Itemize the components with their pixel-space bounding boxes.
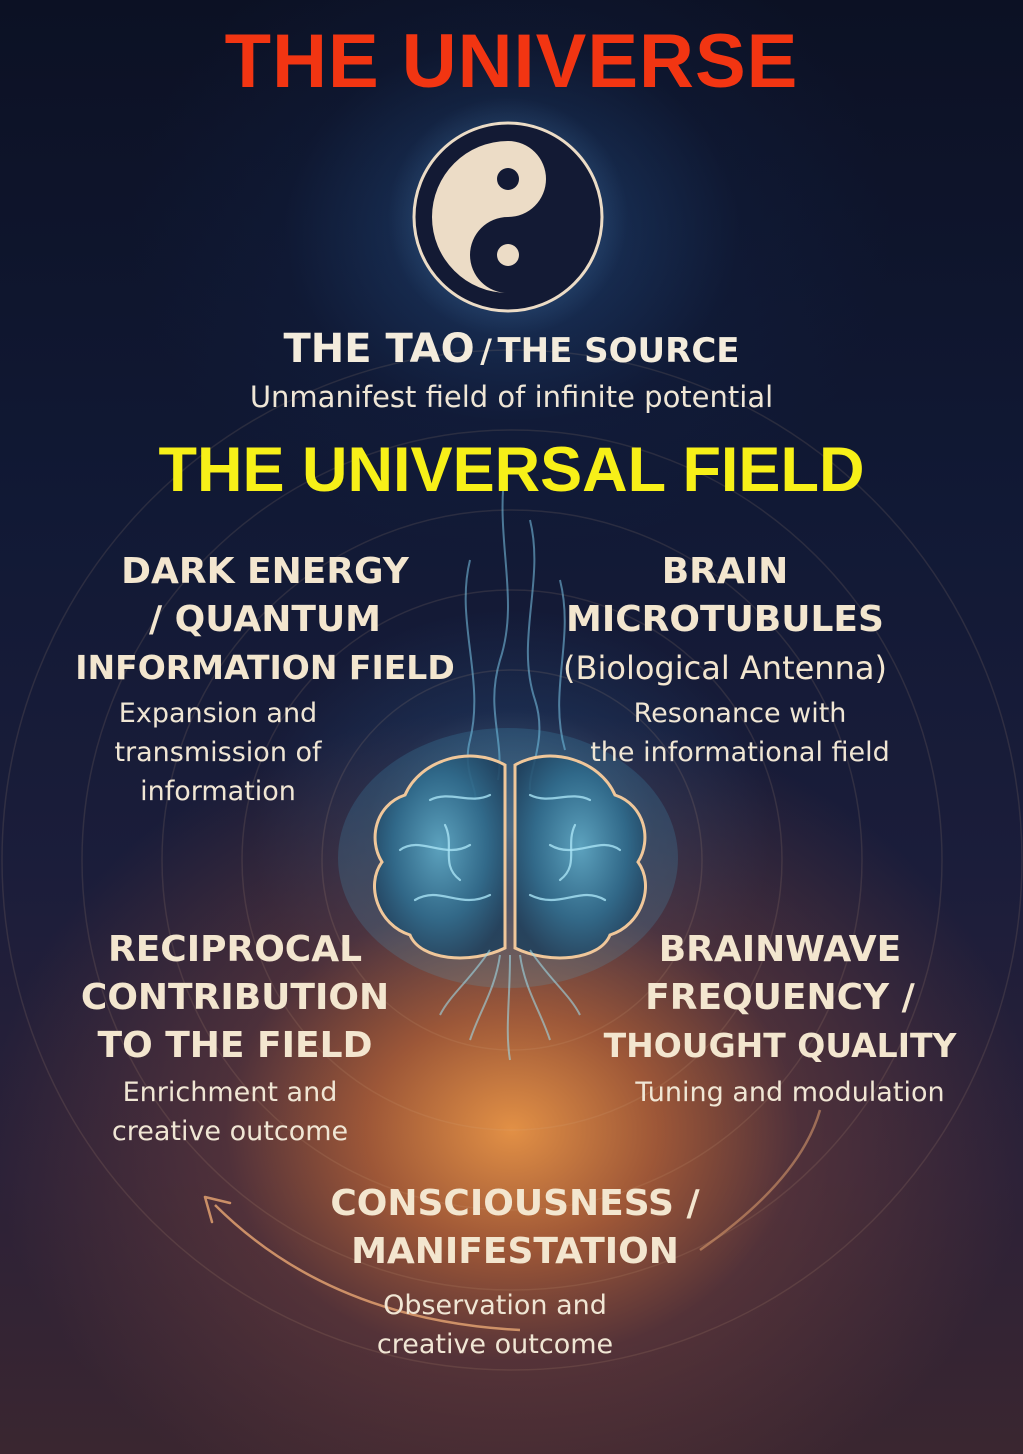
node-brainwave-line-3: THOUGHT QUALITY	[603, 1026, 957, 1065]
node-brainwave-desc: Tuning and modulation	[620, 1073, 960, 1112]
node-dark-energy-desc-1: Expansion and	[118, 698, 318, 729]
node-dark-energy-desc: Expansion and transmission of informatio…	[78, 694, 358, 811]
yin-yang-icon	[388, 97, 628, 337]
node-reciprocal-desc-1: Enrichment and	[122, 1077, 338, 1108]
node-brainwave-desc-1: Tuning and modulation	[635, 1077, 945, 1108]
field-rings	[1, 349, 1023, 1371]
node-reciprocal-title: RECIPROCAL CONTRIBUTION TO THE FIELD	[60, 926, 410, 1070]
node-reciprocal-line-1: RECIPROCAL	[107, 929, 363, 970]
source-title-right: THE SOURCE	[497, 331, 740, 371]
node-consciousness-title: CONSCIOUSNESS / MANIFESTATION	[300, 1180, 730, 1276]
page-title: THE UNIVERSE	[224, 19, 799, 104]
node-brainwave-line-1: BRAINWAVE	[658, 929, 902, 970]
node-reciprocal-line-3: TO THE FIELD	[97, 1025, 373, 1066]
source-subtitle: Unmanifest field of infinite potential	[249, 380, 774, 414]
node-consciousness-line-2: MANIFESTATION	[351, 1231, 679, 1272]
node-dark-energy-line-1: DARK ENERGY	[121, 551, 409, 592]
node-microtubules-title: BRAIN MICROTUBULES (Biological Antenna)	[540, 548, 910, 692]
source-title: THE TAO / THE SOURCE	[0, 326, 1023, 372]
node-consciousness-desc-2: creative outcome	[376, 1329, 614, 1360]
node-microtubules-desc: Resonance with the informational field	[560, 694, 920, 772]
node-dark-energy-line-2: / QUANTUM	[148, 599, 381, 640]
node-microtubules-desc-1: Resonance with	[633, 698, 847, 729]
node-consciousness-desc-1: Observation and	[383, 1290, 607, 1321]
source-title-left: THE TAO	[283, 326, 475, 372]
node-microtubules-line-1: BRAIN	[661, 551, 789, 592]
node-consciousness-line-1: CONSCIOUSNESS /	[330, 1183, 700, 1224]
node-microtubules-line-3: (Biological Antenna)	[563, 649, 887, 687]
node-microtubules-desc-2: the informational field	[590, 737, 890, 768]
node-dark-energy-line-3: INFORMATION FIELD	[75, 648, 455, 687]
curved-arrow-icon	[203, 1109, 822, 1332]
node-reciprocal-desc: Enrichment and creative outcome	[90, 1073, 370, 1151]
node-reciprocal-desc-2: creative outcome	[111, 1116, 349, 1147]
source-title-separator: /	[480, 332, 492, 370]
node-consciousness-desc: Observation and creative outcome	[330, 1286, 660, 1364]
node-dark-energy-desc-3: information	[140, 776, 296, 807]
node-dark-energy-desc-2: transmission of	[114, 737, 322, 768]
node-dark-energy-title: DARK ENERGY / QUANTUM INFORMATION FIELD	[60, 548, 470, 692]
node-brainwave-title: BRAINWAVE FREQUENCY / THOUGHT QUALITY	[600, 926, 960, 1070]
node-brainwave-line-2: FREQUENCY /	[645, 977, 915, 1018]
node-reciprocal-line-2: CONTRIBUTION	[80, 977, 390, 1018]
brain-icon	[338, 728, 678, 1061]
universal-field-title: THE UNIVERSAL FIELD	[158, 435, 865, 505]
node-microtubules-line-2: MICROTUBULES	[566, 599, 884, 640]
